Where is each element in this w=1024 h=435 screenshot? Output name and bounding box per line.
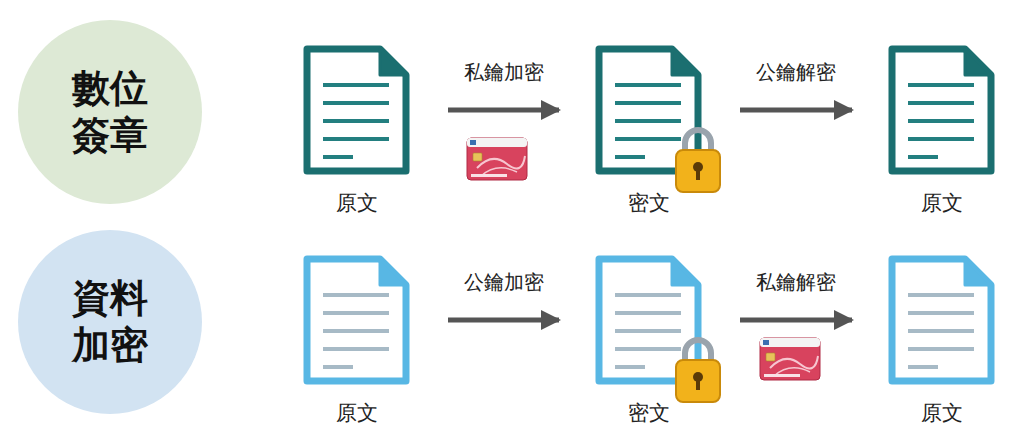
document-node: 密文 <box>595 255 702 427</box>
document-node: 原文 <box>888 45 995 217</box>
category-title: 資料 加密 <box>66 275 153 370</box>
arrow-label: 公鑰解密 <box>754 59 838 86</box>
arrow-label: 公鑰加密 <box>462 269 546 296</box>
category-circle: 數位 簽章 <box>18 20 202 204</box>
id-card-icon <box>760 338 820 380</box>
document-node: 原文 <box>303 45 410 217</box>
document-icon <box>303 255 410 385</box>
category-circle: 資料 加密 <box>18 230 202 414</box>
document-icon <box>888 255 995 385</box>
document-node: 密文 <box>595 45 702 217</box>
document-icon <box>595 45 702 175</box>
arrow-label: 私鑰加密 <box>462 59 546 86</box>
flow-arrow <box>448 318 559 323</box>
padlock-icon <box>676 130 720 192</box>
id-card-icon <box>467 138 527 180</box>
document-label: 原文 <box>303 189 410 217</box>
flow-arrow <box>740 318 852 323</box>
flow-arrow <box>740 108 852 113</box>
document-label: 原文 <box>888 399 995 427</box>
document-node: 原文 <box>303 255 410 427</box>
document-icon <box>888 45 995 175</box>
document-label: 原文 <box>303 399 410 427</box>
document-label: 原文 <box>888 189 995 217</box>
document-label: 密文 <box>595 189 702 217</box>
document-node: 原文 <box>888 255 995 427</box>
document-icon <box>595 255 702 385</box>
padlock-icon <box>676 340 720 402</box>
flow-arrow <box>448 108 559 113</box>
arrow-label: 私鑰解密 <box>754 269 838 296</box>
document-label: 密文 <box>595 399 702 427</box>
document-icon <box>303 45 410 175</box>
category-title: 數位 簽章 <box>66 65 153 160</box>
